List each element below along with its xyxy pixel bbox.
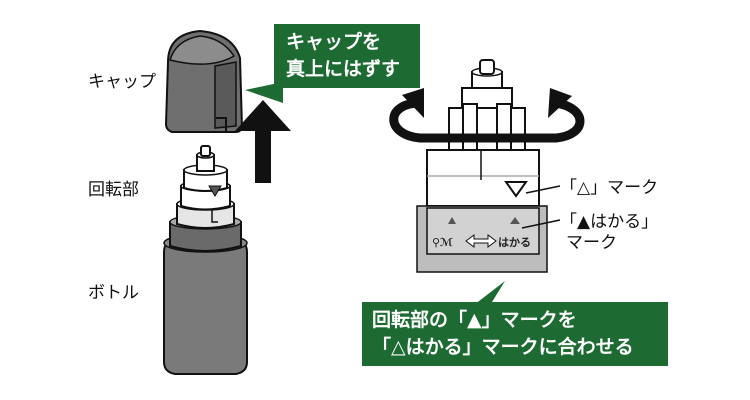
cap-label: キャップ (88, 72, 156, 92)
callout-pointer-bottom (470, 281, 505, 308)
hakaru-mark-label: 「▲はかる」 マーク (560, 212, 658, 255)
double-arrow-icon (465, 234, 497, 248)
hakaru-mark-label-line1: 「▲はかる」 (560, 212, 659, 232)
triangle-leader-line (525, 185, 561, 194)
hakaru-leader-line (521, 219, 561, 229)
hakaru-mark-label-line2: マーク (566, 233, 617, 254)
align-marks-callout-line1: 回転部の「▲」マークを (372, 309, 577, 331)
remove-cap-callout-line2: 真上にはずす (286, 58, 401, 80)
measure-ring-illustration: ⚲ℳ はかる (416, 205, 548, 273)
remove-cap-callout-line1: キャップを (286, 31, 382, 53)
triangle-mark-label: 「△」マーク (560, 178, 659, 198)
ring-left-text: ⚲ℳ (432, 236, 453, 249)
bottle-label: ボトル (88, 283, 139, 303)
triangle-mark-icon (504, 181, 528, 198)
rotating-head-illustration (426, 59, 540, 207)
align-marks-callout: 回転部の「▲」マークを 「△はかる」マークに合わせる (362, 302, 668, 366)
up-arrow-icon (235, 100, 291, 183)
rotation-arrow-icon (389, 88, 585, 143)
callout-pointer-top (245, 82, 283, 103)
ring-right-text: はかる (498, 236, 531, 249)
remove-cap-callout: キャップを 真上にはずす (274, 24, 420, 88)
align-marks-callout-line2: 「△はかる」マークに合わせる (372, 336, 634, 358)
bottle-illustration (163, 145, 248, 375)
rotating-part-label: 回転部 (88, 180, 139, 200)
cap-illustration (164, 29, 244, 133)
